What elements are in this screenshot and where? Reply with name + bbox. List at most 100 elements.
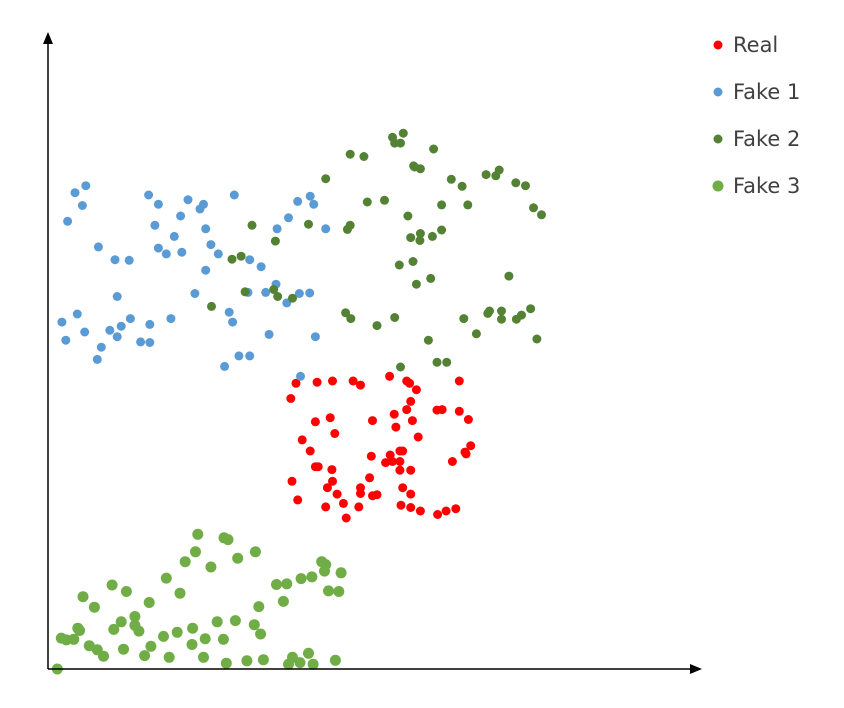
data-point xyxy=(327,465,337,475)
data-point xyxy=(145,319,155,329)
data-point xyxy=(312,377,322,387)
data-point xyxy=(199,633,211,645)
data-point xyxy=(284,213,293,223)
data-point xyxy=(245,351,255,361)
data-point xyxy=(125,314,135,324)
data-point xyxy=(442,357,452,367)
data-point xyxy=(229,615,241,627)
data-point xyxy=(391,422,401,432)
data-point xyxy=(201,265,211,275)
data-point xyxy=(372,321,382,331)
data-point xyxy=(116,321,126,331)
data-point xyxy=(437,225,447,235)
data-point xyxy=(201,224,211,234)
data-point xyxy=(68,633,80,645)
data-point xyxy=(406,396,416,406)
data-point xyxy=(321,174,331,184)
data-point xyxy=(537,210,546,220)
legend-label: Fake 1 xyxy=(733,80,800,104)
data-point xyxy=(207,301,216,311)
data-point xyxy=(305,446,315,456)
data-point xyxy=(295,573,307,585)
data-point xyxy=(338,498,348,508)
data-point xyxy=(329,654,341,666)
data-point xyxy=(108,623,120,635)
data-point xyxy=(333,586,345,597)
data-point xyxy=(256,262,266,272)
data-point xyxy=(77,201,87,210)
data-point xyxy=(287,651,298,663)
data-point xyxy=(271,579,282,590)
data-point xyxy=(305,288,315,298)
data-point xyxy=(323,585,334,597)
data-point xyxy=(72,309,82,319)
data-point xyxy=(224,307,234,317)
data-point xyxy=(388,132,397,142)
data-point xyxy=(88,601,100,613)
data-point xyxy=(249,546,261,558)
data-point xyxy=(451,504,461,514)
data-point xyxy=(415,229,425,238)
legend-marker xyxy=(713,40,723,50)
data-point xyxy=(190,289,200,298)
data-point xyxy=(305,191,315,201)
data-point xyxy=(105,325,115,335)
data-point xyxy=(411,385,421,395)
data-point xyxy=(291,378,301,388)
data-point xyxy=(232,552,244,564)
data-point xyxy=(153,199,163,209)
data-point xyxy=(335,567,347,579)
data-point xyxy=(272,224,282,234)
legend-item: Fake 3 xyxy=(712,174,800,198)
data-point xyxy=(174,587,186,599)
legend-item: Fake 1 xyxy=(713,80,800,104)
data-point xyxy=(441,506,451,516)
data-point xyxy=(217,633,229,645)
data-point xyxy=(247,220,257,230)
data-point xyxy=(205,561,217,573)
data-point xyxy=(236,251,246,261)
data-point xyxy=(306,571,318,583)
data-point xyxy=(497,314,506,324)
data-point xyxy=(186,639,198,650)
data-point xyxy=(150,220,160,230)
data-point xyxy=(307,658,319,670)
data-point xyxy=(179,556,191,568)
data-point xyxy=(403,211,413,221)
data-point xyxy=(264,329,274,339)
data-point xyxy=(129,619,141,631)
data-point xyxy=(229,190,239,200)
data-point xyxy=(466,441,476,451)
data-point xyxy=(136,337,146,347)
data-point xyxy=(269,285,279,294)
data-point xyxy=(198,651,209,663)
data-point xyxy=(206,240,216,250)
data-point xyxy=(112,332,122,342)
data-point xyxy=(380,195,389,205)
data-point xyxy=(61,335,71,345)
data-point xyxy=(190,546,201,558)
data-point xyxy=(398,483,408,493)
data-point xyxy=(463,415,473,424)
data-point xyxy=(169,231,179,241)
data-point xyxy=(348,376,358,386)
series-fake-2 xyxy=(207,128,546,372)
data-point xyxy=(328,376,337,386)
data-point xyxy=(406,465,416,475)
data-point xyxy=(187,622,199,634)
data-point xyxy=(124,255,134,265)
data-point xyxy=(372,490,382,500)
data-point xyxy=(406,489,416,499)
data-point xyxy=(385,371,395,381)
data-points xyxy=(51,128,546,675)
data-point xyxy=(74,625,86,636)
data-point xyxy=(413,432,423,442)
data-point xyxy=(313,462,323,472)
data-point xyxy=(406,233,416,243)
legend-item: Real xyxy=(713,33,778,57)
data-point xyxy=(454,406,464,416)
data-point xyxy=(303,647,314,659)
data-point xyxy=(316,556,328,568)
data-point xyxy=(183,195,193,205)
data-point xyxy=(483,308,493,318)
